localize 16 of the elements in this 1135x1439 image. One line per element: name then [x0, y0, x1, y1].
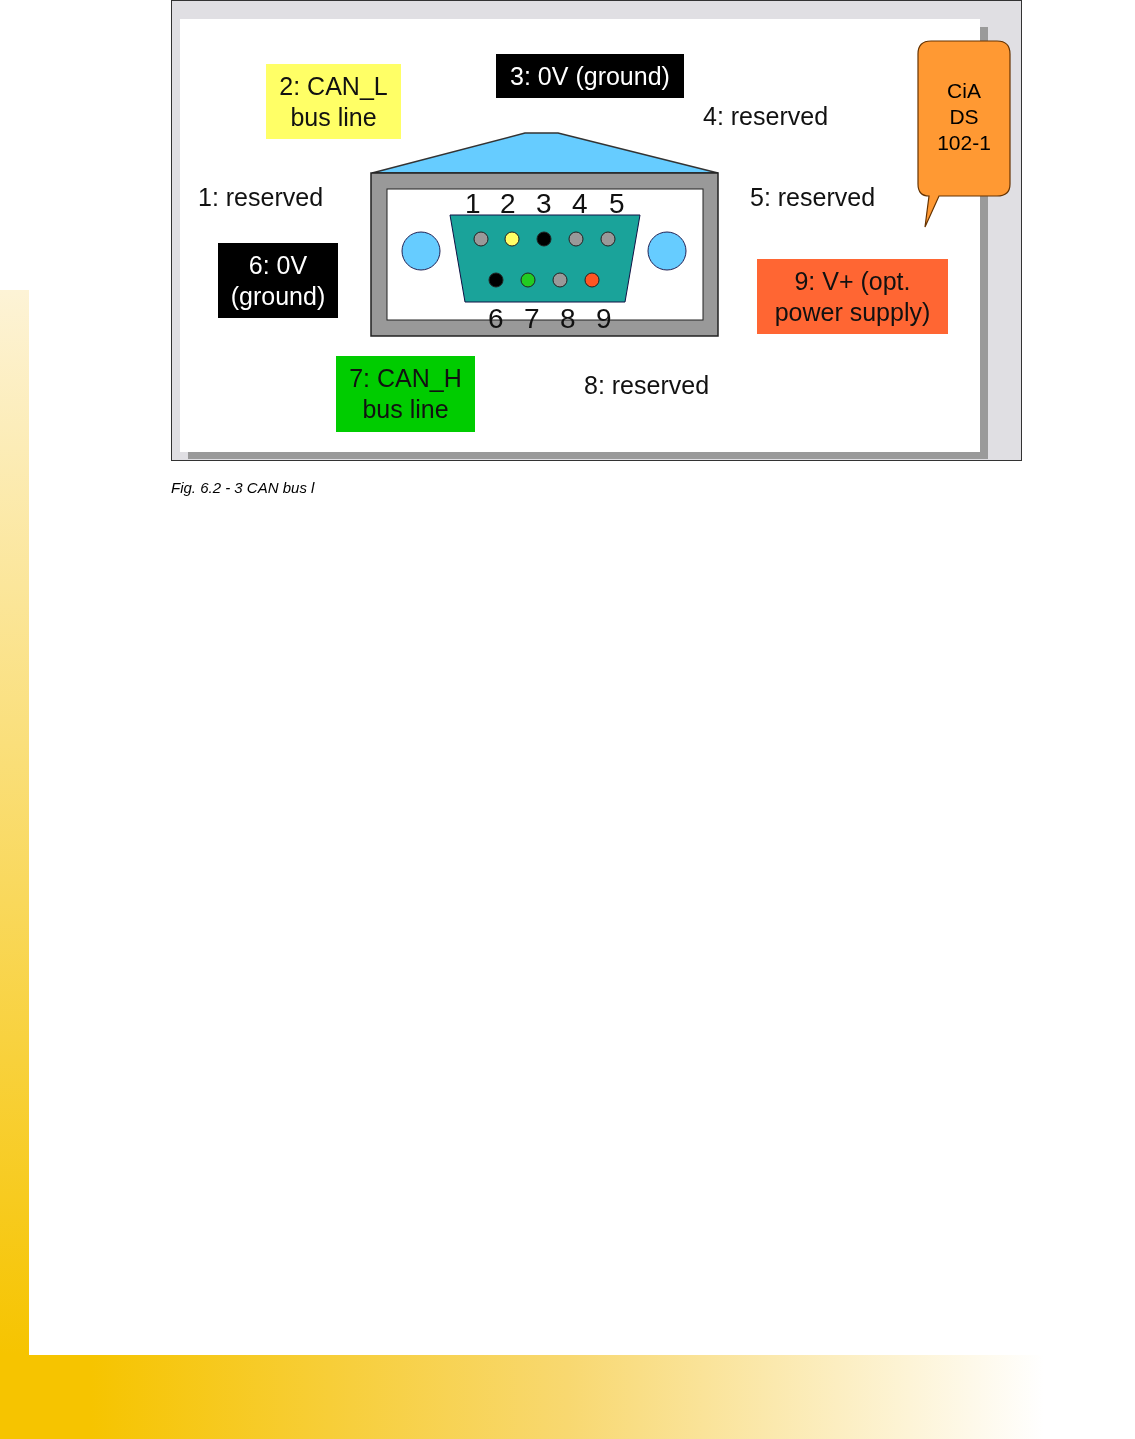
pin-label-box: 6: 0V (ground) — [218, 243, 338, 318]
pin-label-box: 2: CAN_L bus line — [266, 64, 401, 139]
pin-number: 1 — [465, 188, 481, 220]
speech-bubble: CiA DS 102-1 — [917, 40, 1011, 228]
pin-description: 1: reserved — [198, 183, 324, 212]
pin-label-box: 3: 0V (ground) — [496, 54, 684, 98]
pin-number: 5 — [609, 188, 625, 220]
pin-description: 4: reserved — [703, 102, 829, 131]
figure-caption: Fig. 6.2 - 3 CAN bus l — [171, 479, 315, 496]
pin-description: 8: reserved — [584, 371, 710, 400]
pin-label-box: 7: CAN_H bus line — [336, 356, 475, 432]
pin-label-box: 9: V+ (opt. power supply) — [757, 259, 948, 334]
pin-number: 3 — [536, 188, 552, 220]
pin-number: 2 — [500, 188, 516, 220]
pin-number: 4 — [572, 188, 588, 220]
pin-description: 5: reserved — [750, 183, 876, 212]
